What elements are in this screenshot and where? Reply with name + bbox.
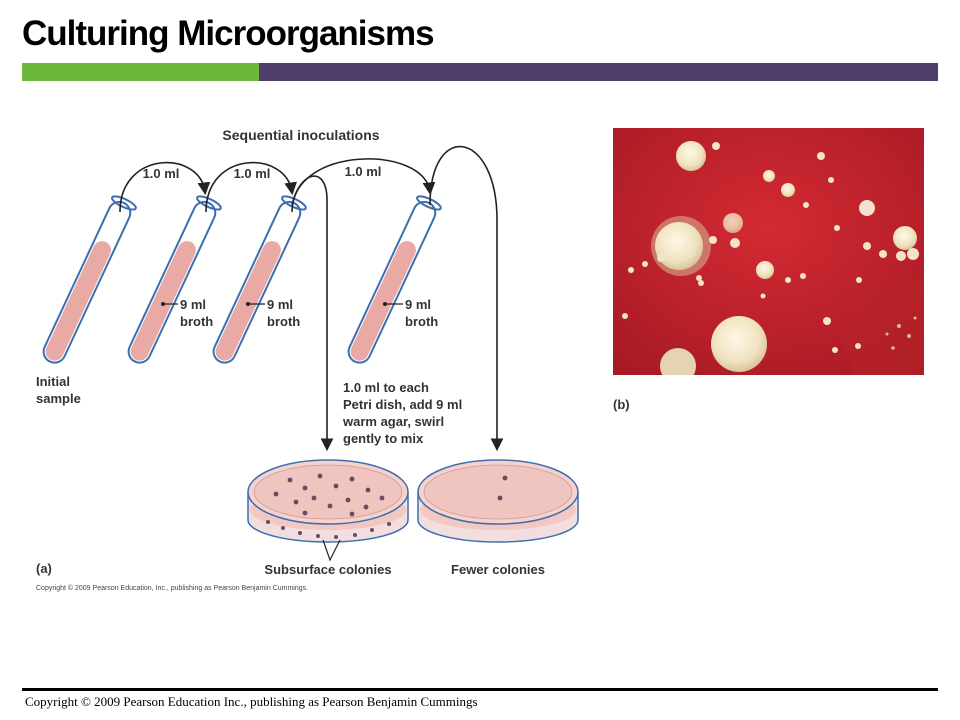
fewer-colonies-label: Fewer colonies	[451, 562, 545, 577]
transfer-arrow-1	[119, 161, 211, 213]
plating-arrow-right	[429, 145, 504, 452]
petri-dish-fewer	[417, 459, 579, 543]
broth-label-2-medium: broth	[267, 314, 300, 329]
test-tube-3	[347, 195, 442, 364]
title-accent-bar-purple	[259, 63, 938, 81]
subsurface-colonies-label: Subsurface colonies	[264, 562, 391, 577]
transfer-label-3: 1.0 ml	[345, 164, 382, 179]
title-accent-bar-green	[22, 63, 259, 81]
plating-instruction-4: gently to mix	[343, 431, 424, 446]
initial-sample-label-line2: sample	[36, 391, 81, 406]
plating-instruction-2: Petri dish, add 9 ml	[343, 397, 462, 412]
test-tube-initial	[42, 195, 137, 364]
panel-label-a: (a)	[36, 561, 52, 576]
transfer-label-1: 1.0 ml	[143, 166, 180, 181]
panel-label-b: (b)	[613, 397, 630, 412]
petri-dish-subsurface	[247, 459, 409, 562]
test-tube-1	[127, 195, 222, 364]
transfer-arrow-2	[205, 161, 297, 213]
broth-label-3-volume: 9 ml	[405, 297, 431, 312]
sequential-inoculations-heading: Sequential inoculations	[222, 127, 379, 143]
footer-divider	[22, 688, 938, 691]
figure-copyright: Copyright © 2009 Pearson Education, Inc.…	[36, 584, 308, 592]
plating-instruction-1: 1.0 ml to each	[343, 380, 429, 395]
transfer-label-2: 1.0 ml	[234, 166, 271, 181]
slide-title: Culturing Microorganisms	[22, 14, 435, 53]
plating-arrow-left	[291, 175, 334, 452]
blood-agar-photo	[613, 128, 924, 375]
broth-label-1-volume: 9 ml	[180, 297, 206, 312]
footer-copyright: Copyright © 2009 Pearson Education Inc.,…	[25, 694, 478, 709]
broth-label-3-medium: broth	[405, 314, 438, 329]
initial-sample-label-line1: Initial	[36, 374, 70, 389]
broth-label-2-volume: 9 ml	[267, 297, 293, 312]
broth-label-1-medium: broth	[180, 314, 213, 329]
test-tube-2	[212, 195, 307, 364]
plating-instruction-3: warm agar, swirl	[342, 414, 444, 429]
